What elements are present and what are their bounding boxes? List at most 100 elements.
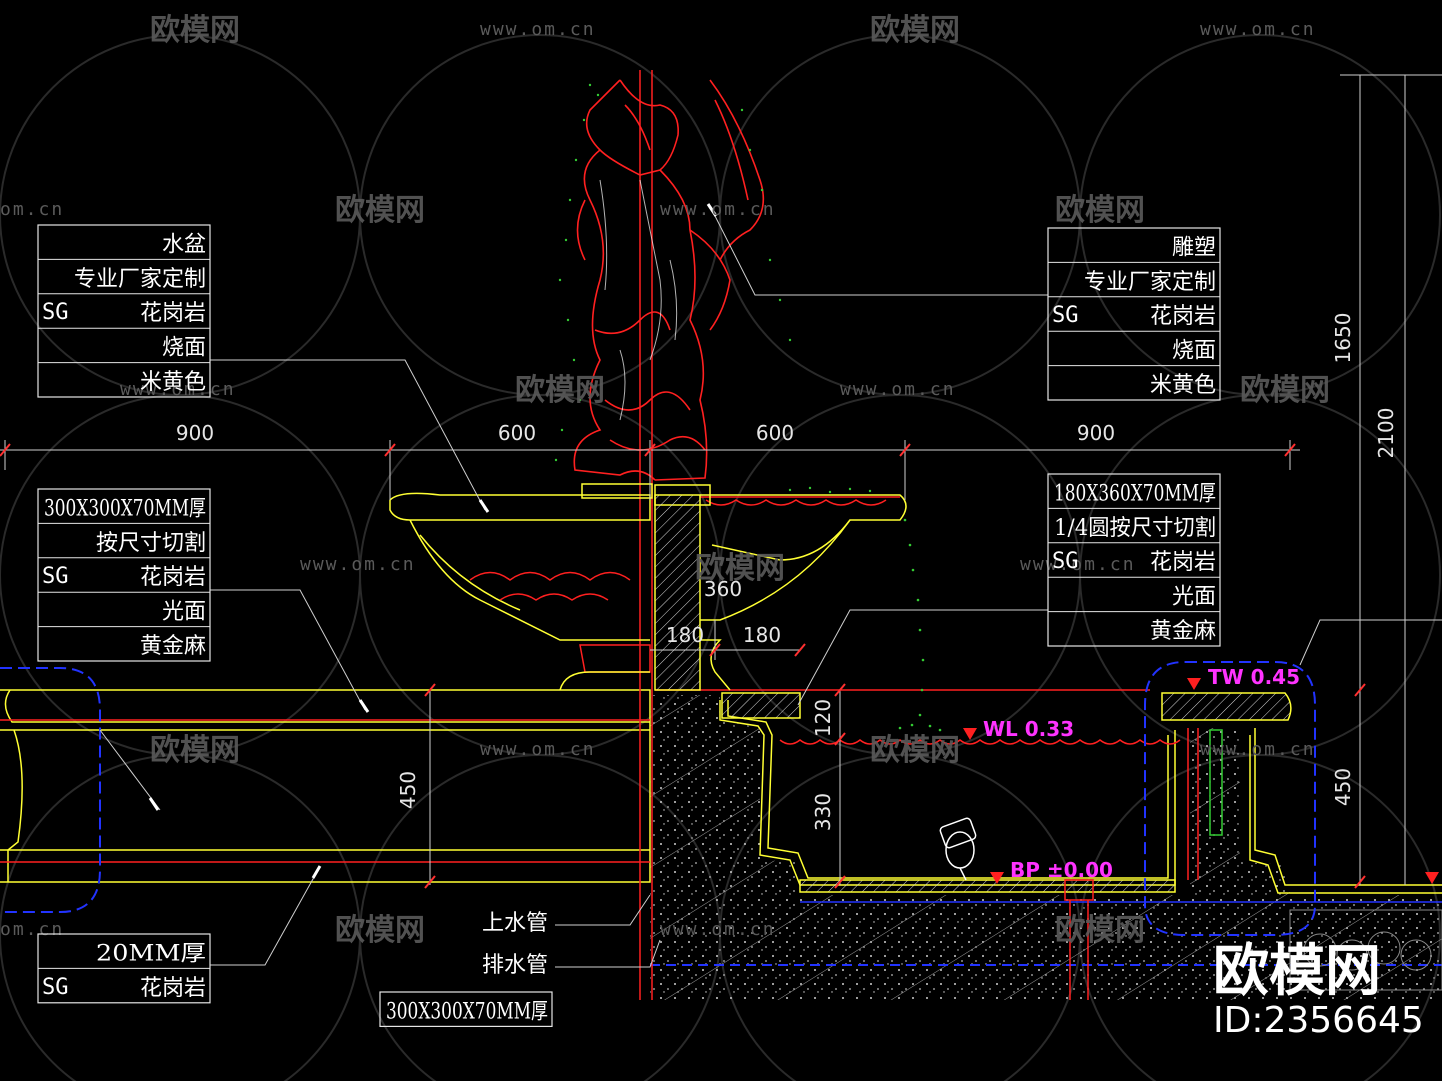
leader-lines <box>99 209 1442 968</box>
left-wall <box>0 689 651 883</box>
watermark-brand: 欧模网 <box>695 551 785 586</box>
table-cell-text: 300X300X70MM厚 <box>386 999 548 1024</box>
table-cell-code: SG <box>42 564 69 589</box>
watermark-brand: 欧模网 <box>870 13 960 48</box>
watermark-brand: 欧模网 <box>335 193 425 228</box>
callout-supply-pipe: 上水管 <box>482 911 548 936</box>
table-cell-text: 花岗岩 <box>140 301 206 326</box>
level-markers <box>963 678 1439 884</box>
leader-arrows <box>148 203 718 879</box>
watermark-brand: 欧模网 <box>515 373 605 408</box>
table-cell-text: 烧面 <box>1172 339 1216 364</box>
watermark-url: www.om.cn <box>300 554 416 575</box>
table-cell-text: 雕塑 <box>1172 235 1216 260</box>
table-cell-text: 花岗岩 <box>1150 550 1216 575</box>
table-cell-text: 180X360X70MM厚 <box>1054 481 1216 506</box>
dim-2100: 2100 <box>1374 408 1398 459</box>
table-cell-text: 按尺寸切割 <box>96 531 206 556</box>
blue-boundary-right <box>1144 661 1316 936</box>
sculpture-inner-lines <box>599 179 678 421</box>
dim-900-right: 900 <box>1077 421 1115 445</box>
dim-1650: 1650 <box>1331 313 1355 364</box>
brand-logo-text: 欧模网 <box>1213 939 1381 1004</box>
watermark-brand: 欧模网 <box>150 733 240 768</box>
pool-structure <box>719 692 1442 894</box>
fountain-basin <box>389 483 907 691</box>
watermark-url: www.om.cn <box>660 919 776 940</box>
table-cell-code: SG <box>1052 303 1079 328</box>
watermark-url: www.om.cn <box>660 199 776 220</box>
supply-pipe <box>1187 728 1223 880</box>
dim-180-right: 180 <box>743 623 781 647</box>
table-frame <box>37 224 211 398</box>
ground-section <box>650 695 1442 1000</box>
watermark-url-partial: om.cn <box>0 199 64 220</box>
drain-pipe <box>1064 879 1094 1000</box>
watermark-url: www.om.cn <box>480 739 596 760</box>
level-tw: TW 0.45 <box>1208 665 1300 689</box>
dimension-ticks <box>0 443 1366 889</box>
watermark-url: www.om.cn <box>1200 19 1316 40</box>
table-cell-text: 水盆 <box>162 232 206 257</box>
table-cell-text: 烧面 <box>162 336 206 361</box>
watermark-brand: 欧模网 <box>335 913 425 948</box>
dim-120: 120 <box>811 699 835 737</box>
left-wall-red-lines <box>0 70 1150 1000</box>
table-cell-text: 花岗岩 <box>140 976 206 1001</box>
table-cell-text: 300X300X70MM厚 <box>44 496 206 521</box>
table-cell-text: 专业厂家定制 <box>74 267 206 292</box>
level-bp: BP ±0.00 <box>1010 858 1113 882</box>
table-cell-text: 光面 <box>162 600 206 625</box>
dim-330: 330 <box>811 793 835 831</box>
table-frame <box>1047 473 1221 647</box>
table-frame <box>379 991 553 1028</box>
table-cell-text: 黄金麻 <box>140 634 206 659</box>
callout-drain-pipe: 排水管 <box>482 953 548 978</box>
table-cell-text: 花岗岩 <box>1150 304 1216 329</box>
table-partial: 300X300X70MM厚 <box>379 991 553 1028</box>
watermark-url: www.om.cn <box>120 379 236 400</box>
watermark-brand: 欧模网 <box>1055 913 1145 948</box>
table-cell-text: 1/4圆按尺寸切割 <box>1054 516 1216 541</box>
watermark-layer: 欧模网 www.om.cn 欧模网 www.om.cn om.cn 欧模网 ww… <box>0 13 1330 948</box>
pool-light-fixture <box>939 817 977 881</box>
table-cell-code: SG <box>42 300 69 325</box>
dim-180-left: 180 <box>666 623 704 647</box>
watermark-brand: 欧模网 <box>870 733 960 768</box>
table-cell-text: 专业厂家定制 <box>1084 270 1216 295</box>
dim-450-left: 450 <box>396 771 420 809</box>
table-cell-code: SG <box>1052 549 1079 574</box>
model-id: ID:2356645 <box>1213 1000 1424 1041</box>
dim-600-right: 600 <box>756 421 794 445</box>
sculpture-figure <box>573 79 765 481</box>
watermark-brand: 欧模网 <box>1055 193 1145 228</box>
watermark-url: www.om.cn <box>1200 739 1316 760</box>
table-cell-text: 黄金麻 <box>1150 619 1216 644</box>
watermark-brand: 欧模网 <box>1240 373 1330 408</box>
watermark-url-partial: om.cn <box>0 919 64 940</box>
table-cell-text: 米黄色 <box>140 370 206 395</box>
watermark-brand: 欧模网 <box>150 13 240 48</box>
table-cell-text: 光面 <box>1172 585 1216 610</box>
table-cell-text: 花岗岩 <box>140 565 206 590</box>
table-frame <box>1047 227 1221 401</box>
blue-boundary-left <box>0 667 101 913</box>
table-cell-text: 米黄色 <box>1150 373 1216 398</box>
level-wl: WL 0.33 <box>983 717 1074 741</box>
dim-450-right: 450 <box>1331 768 1355 806</box>
dim-360: 360 <box>704 577 742 601</box>
water-spray <box>554 83 942 732</box>
watermark-url: www.om.cn <box>840 379 956 400</box>
watermark-url: www.om.cn <box>480 19 596 40</box>
table-cell-code: SG <box>42 975 69 1000</box>
water-surface <box>779 739 1181 745</box>
dim-600-left: 600 <box>498 421 536 445</box>
